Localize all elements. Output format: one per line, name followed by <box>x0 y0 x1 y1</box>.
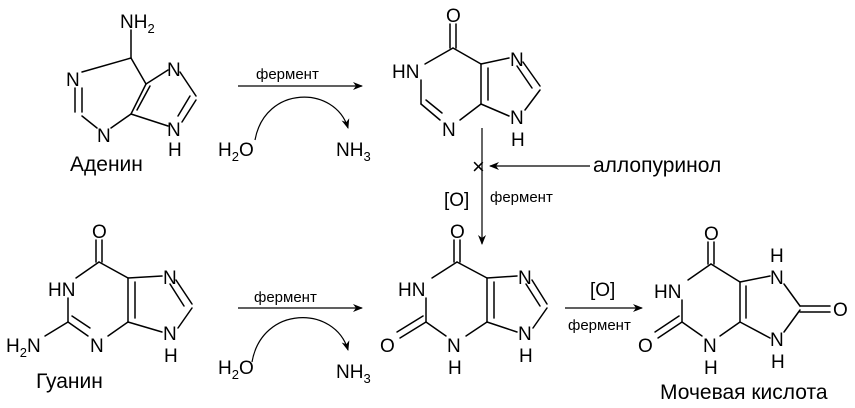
xanthine-n3-hydrogen: H <box>448 358 462 379</box>
reaction2-oxidant-label: [O] <box>444 190 469 211</box>
adenine-label: Аденин <box>70 153 143 176</box>
reaction4-enzyme-label: фермент <box>568 317 631 334</box>
guanine-n7: N <box>163 268 177 289</box>
xanthine-structure: O HN O N H N N H <box>380 222 548 379</box>
uric-acid-n9: N <box>770 330 784 351</box>
reaction2-enzyme-label: фермент <box>490 189 553 206</box>
inhibitor-label: аллопуринол <box>593 154 721 177</box>
uric-acid-o8: O <box>833 300 848 321</box>
hypoxanthine-n3: N <box>442 120 456 141</box>
guanine-amino-group: H2N <box>6 336 41 360</box>
hypoxanthine-n9: N <box>510 108 524 129</box>
uric-acid-n1: HN <box>654 282 681 303</box>
guanine-n1: HN <box>48 280 75 301</box>
uric-acid-o6: O <box>704 224 719 245</box>
xanthine-oxidation-reaction: [O] фермент <box>565 280 643 334</box>
reaction4-oxidant-label: [O] <box>590 280 615 301</box>
adenine-n9-hydrogen: H <box>168 140 182 161</box>
adenine-structure: NH2 N N N N H <box>66 12 197 161</box>
guanine-n9-hydrogen: H <box>164 346 178 367</box>
reaction1-enzyme-label: фермент <box>256 66 319 83</box>
uric-acid-n7-hydrogen: H <box>770 246 784 267</box>
guanine-n9: N <box>163 324 177 345</box>
xanthine-o6: O <box>450 222 465 243</box>
xanthine-n3: N <box>447 336 461 357</box>
adenine-n3: N <box>97 126 111 147</box>
uric-acid-n3-hydrogen: H <box>704 358 718 379</box>
guanine-deamination-reaction: фермент H2O NH3 <box>218 289 371 386</box>
reaction3-water: H2O <box>218 358 254 382</box>
guanine-o6: O <box>92 222 107 243</box>
uric-acid-n3: N <box>703 336 717 357</box>
xanthine-n1: HN <box>398 280 425 301</box>
adenine-deamination-reaction: фермент H2O NH3 <box>218 66 371 164</box>
uric-acid-structure: O HN O N H H N O N H <box>638 224 848 379</box>
reaction3-enzyme-label: фермент <box>254 289 317 306</box>
block-mark: × <box>472 154 485 179</box>
guanine-structure: O HN H2N N N N H <box>6 222 193 367</box>
guanine-n3: N <box>90 336 104 357</box>
hypoxanthine-oxidation-reaction: × аллопуринол [O] фермент <box>444 128 721 245</box>
xanthine-n9-hydrogen: H <box>519 346 533 367</box>
adenine-n1: N <box>66 70 80 91</box>
uric-acid-n7: N <box>770 268 784 289</box>
hypoxanthine-n1: HN <box>392 62 419 83</box>
xanthine-n7: N <box>518 268 532 289</box>
uric-acid-label: Мочевая кислота <box>660 381 828 404</box>
xanthine-n9: N <box>518 324 532 345</box>
hypoxanthine-o6: O <box>446 6 461 27</box>
xanthine-o2: O <box>380 336 395 357</box>
reaction1-water: H2O <box>218 140 254 164</box>
hypoxanthine-n7: N <box>510 50 524 71</box>
reaction1-ammonia: NH3 <box>336 140 371 164</box>
uric-acid-n9-hydrogen: H <box>771 352 785 373</box>
uric-acid-o2: O <box>638 336 653 357</box>
adenine-n9: N <box>167 120 181 141</box>
adenine-n7: N <box>167 60 181 81</box>
guanine-label: Гуанин <box>36 370 103 393</box>
reaction3-ammonia: NH3 <box>336 362 371 386</box>
hypoxanthine-structure: O HN N N N H <box>392 6 541 151</box>
hypoxanthine-n9-hydrogen: H <box>511 130 525 151</box>
adenine-amino-group: NH2 <box>120 12 155 36</box>
